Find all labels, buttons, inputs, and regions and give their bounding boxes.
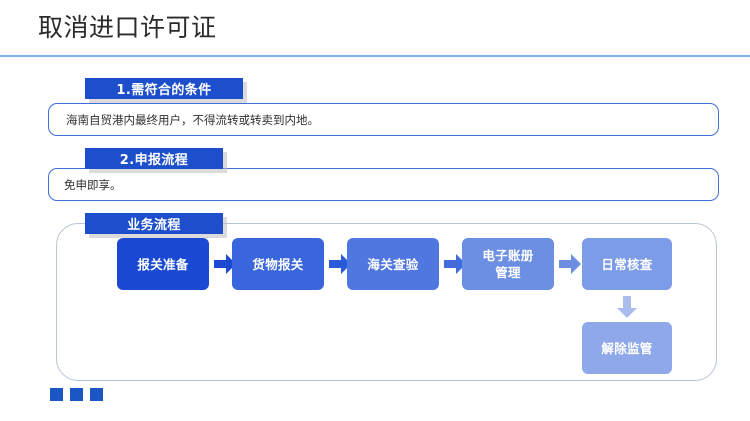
flow-node-6[interactable]: 解除监管 [582,322,672,374]
flow-node-3-label: 海关查验 [367,256,419,272]
decorative-square [70,388,83,401]
flow-node-4[interactable]: 电子账册 管理 [462,238,554,290]
section-1-banner: 1.需符合的条件 [85,78,243,99]
flow-node-5[interactable]: 日常核查 [582,238,672,290]
section-2-banner: 2.申报流程 [85,148,223,169]
decorative-squares [50,388,103,401]
flow-node-4-label-line2: 管理 [495,265,521,280]
flow-node-1-label: 报关准备 [137,256,189,272]
flow-node-2[interactable]: 货物报关 [232,238,324,290]
title-divider [0,55,750,57]
section-2-content-box [48,168,719,201]
flow-node-5-label: 日常核查 [601,256,653,272]
flow-node-2-label: 货物报关 [252,256,304,272]
decorative-square [50,388,63,401]
decorative-square [90,388,103,401]
flow-node-6-label: 解除监管 [601,340,653,356]
section-1-content-box [48,103,719,136]
arrow-right-icon [444,254,466,274]
flow-node-4-label: 电子账册 [482,248,534,263]
page-title: 取消进口许可证 [38,13,217,42]
section-2-body-text: 免申即享。 [64,178,122,192]
arrow-right-icon [214,254,236,274]
arrow-right-icon [559,254,581,274]
arrow-right-icon [329,254,351,274]
flow-node-3[interactable]: 海关查验 [347,238,439,290]
flow-node-1[interactable]: 报关准备 [117,238,209,290]
arrow-down-icon [617,296,637,318]
flow-banner: 业务流程 [85,213,223,234]
section-1-body-text: 海南自贸港内最终用户，不得流转或转卖到内地。 [66,113,319,127]
